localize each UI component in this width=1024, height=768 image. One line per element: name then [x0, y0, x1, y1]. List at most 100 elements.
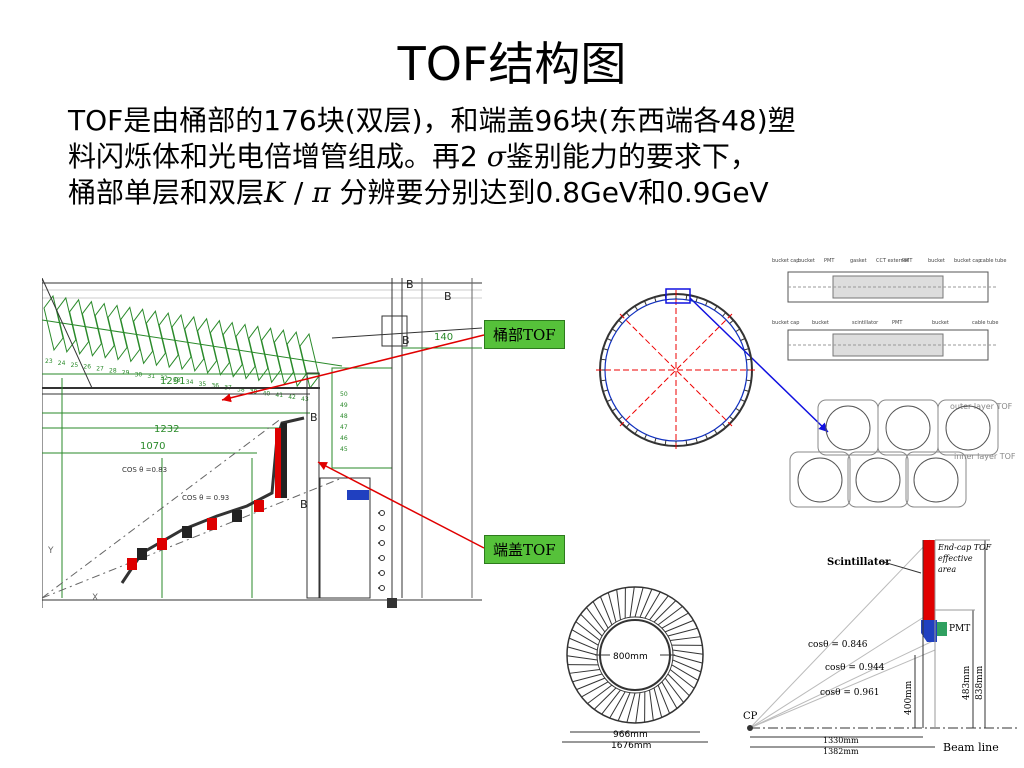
- ring-tick: [625, 312, 630, 317]
- bar-number: 30: [135, 371, 143, 378]
- dim-1382mm: 1382mm: [823, 747, 859, 756]
- outer-layer-label: outer layer TOF: [950, 402, 1013, 411]
- side-number: 48: [340, 413, 348, 420]
- ring-tick: [740, 399, 746, 403]
- dim-1676mm: 1676mm: [611, 741, 651, 751]
- barrel-ring-diagram: [590, 282, 765, 457]
- module-mid-label: bucket cap: [772, 320, 799, 326]
- ring-tick: [654, 437, 657, 444]
- endcap-spoke: [592, 601, 609, 629]
- endcap-spoke: [609, 691, 626, 719]
- endcap-spoke: [644, 591, 661, 619]
- endcap-tof-label: 端盖TOF: [484, 535, 565, 564]
- beam-line-label: Beam line: [943, 741, 999, 754]
- bar-number: 42: [288, 394, 296, 401]
- bar-number: 34: [186, 379, 194, 386]
- label-b-1: B: [406, 278, 414, 291]
- endcap-spoke: [669, 669, 695, 689]
- ring-tick: [602, 389, 609, 392]
- sigma-symbol: σ: [486, 140, 506, 173]
- module-mid-label: PMT: [892, 320, 903, 326]
- module-arrow: [689, 297, 829, 433]
- endcap-spoke: [580, 613, 603, 637]
- endcap-geometry-diagram: Scintillator End-cap TOF effective area …: [735, 525, 1024, 768]
- endcap-spoke: [672, 654, 703, 664]
- inner-cell-circle: [797, 457, 843, 503]
- module-mid-label: scintillator: [852, 320, 879, 326]
- inner-cell: [847, 451, 909, 508]
- module-top-label: bucket cap: [954, 258, 981, 264]
- module-mid-label: cable tube: [972, 320, 998, 326]
- bar-number: 23: [45, 358, 53, 365]
- endcap-spoke: [649, 595, 669, 621]
- endcap-spoke: [664, 677, 685, 703]
- module-top-label: PMT: [902, 258, 913, 264]
- bar-number: 26: [83, 364, 91, 371]
- bar-number: 25: [71, 362, 79, 369]
- endcap-spoke: [587, 684, 613, 705]
- endcap-spoke: [567, 646, 598, 656]
- endcap-spoke: [635, 692, 641, 724]
- endcap-spoke: [653, 600, 677, 623]
- endcap-spoke: [639, 588, 653, 618]
- body-line-2: 料闪烁体和光电倍增管组成。再2 σ鉴别能力的要求下，: [68, 139, 948, 175]
- endcap-spoke: [569, 669, 600, 674]
- dim-966mm: 966mm: [613, 730, 648, 740]
- endcap-ring-diagram: 800mm 966mm 1676mm: [550, 580, 720, 755]
- outer-cell-circle: [825, 405, 871, 451]
- ring-tick: [740, 337, 746, 341]
- pi-symbol: π: [312, 176, 331, 209]
- ring-tick: [634, 429, 639, 435]
- ring-tick: [611, 407, 617, 412]
- axis-y-label: Y: [47, 546, 54, 556]
- bar-number: 38: [237, 387, 245, 394]
- label-b-3: B: [310, 411, 318, 424]
- side-number: 46: [340, 435, 348, 442]
- endcap-spoke: [626, 692, 636, 723]
- cad-drawing: 2324252627282930313233343536373839404142…: [42, 278, 482, 608]
- geometry-svg: Scintillator End-cap TOF effective area …: [743, 539, 1020, 756]
- endcap-spoke: [575, 621, 601, 641]
- bar-number: 32: [160, 375, 168, 382]
- ring-tick: [606, 337, 612, 341]
- ring-tick: [746, 379, 752, 382]
- bar-number: 27: [96, 366, 104, 373]
- ring-tick: [606, 399, 612, 403]
- body-line-3-b: 分辨要分别达到0.8GeV和0.9GeV: [330, 176, 769, 209]
- label-b-4: B: [300, 498, 308, 511]
- ring-tick: [625, 423, 630, 428]
- ring-tick: [664, 440, 667, 446]
- ring-tick: [729, 416, 734, 421]
- module-top-label: PMT: [824, 258, 835, 264]
- inner-cell: [905, 451, 967, 508]
- outer-cell: [877, 399, 939, 456]
- endcap-spoke: [566, 655, 598, 661]
- label-b-5: B: [402, 334, 410, 347]
- body-line-3-a: 桶部单层和双层: [68, 176, 265, 209]
- ring-tick: [643, 434, 647, 440]
- module-top-label: bucket: [798, 258, 815, 264]
- ring-tick: [746, 358, 752, 361]
- ring-tick: [705, 434, 709, 440]
- endcap-spoke: [629, 586, 635, 618]
- endcap-spokes: [566, 586, 704, 724]
- slide-title: TOF结构图: [397, 37, 627, 91]
- endcap-spoke: [657, 605, 683, 626]
- endcap-spoke: [634, 587, 644, 618]
- ring-tick: [602, 348, 609, 351]
- endcap-svg: 800mm 966mm 1676mm: [562, 586, 708, 751]
- slide-body-text: TOF是由桶部的176块(双层)，和端盖96块(东西端各48)塑 料闪烁体和光电…: [68, 103, 948, 211]
- cos-0-846: cosθ = 0.846: [808, 640, 868, 650]
- endcap-spoke: [649, 690, 654, 721]
- body-line-2-b: 鉴别能力的要求下，: [505, 140, 758, 173]
- ring-tick: [722, 423, 727, 428]
- bar-number: 41: [275, 392, 283, 399]
- barrel-arrow: [221, 334, 485, 403]
- ring-tick: [654, 296, 657, 303]
- bar-number: 35: [199, 381, 207, 388]
